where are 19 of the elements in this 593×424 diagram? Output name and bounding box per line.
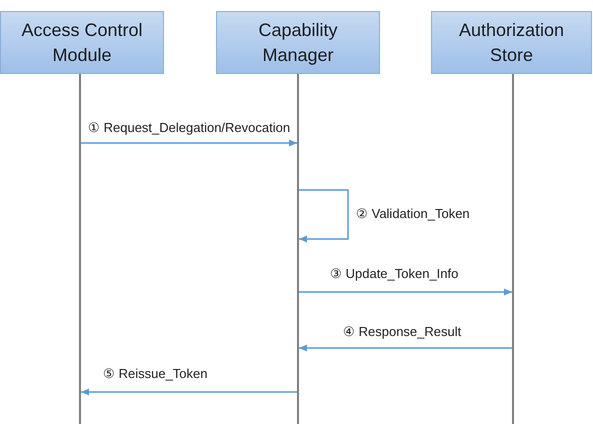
lifeline [512,74,514,424]
message-label: ② Validation_Token [356,205,470,223]
message-label: ③ Update_Token_Info [330,265,458,283]
message-arrow [81,388,297,396]
participant-box [0,11,164,74]
participant-box [431,11,592,74]
message-label: ⑤ Reissue_Token [103,365,208,383]
message-arrow [81,140,297,146]
lifeline [79,74,81,424]
participant-label: Capability Manager [257,18,339,67]
participant-label: Access Control Module [20,18,144,66]
participant-label: Authorization Store [458,18,566,66]
message-label: ① Request_Delegation/Revocation [88,119,290,137]
self-message-arrow [299,189,349,242]
message-arrow [299,344,512,352]
participant-box [216,11,380,74]
lifeline [297,74,299,424]
message-arrow [299,288,512,296]
message-label: ④ Response_Result [343,323,462,341]
